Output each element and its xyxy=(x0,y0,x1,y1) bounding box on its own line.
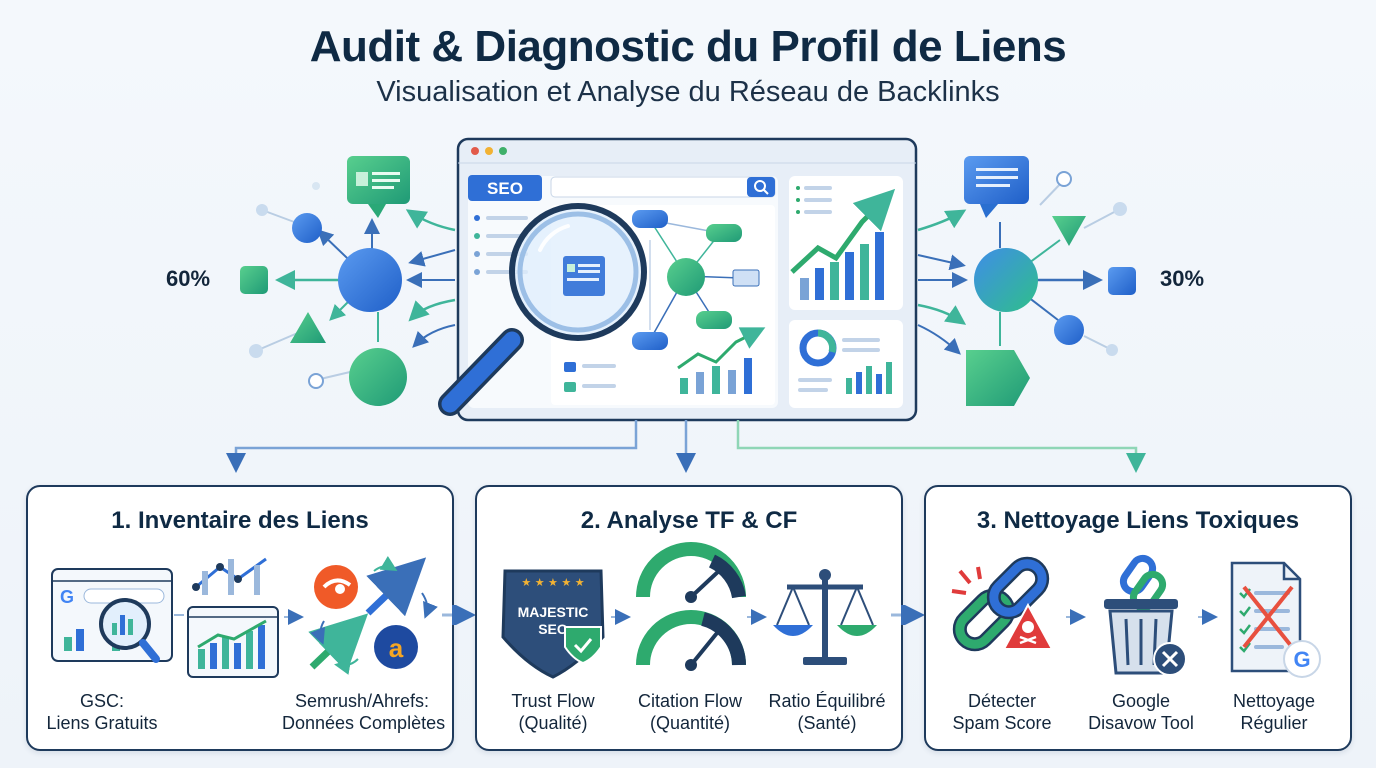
svg-text:G: G xyxy=(1293,647,1310,672)
toxic-link-icon xyxy=(951,556,1054,652)
step-item-label: Semrush/Ahrefs: Données Complètes xyxy=(282,691,446,733)
step-item-label: Trust Flow (Qualité) xyxy=(511,691,595,733)
card-arrow xyxy=(891,605,925,625)
left-percentage: 60% xyxy=(166,266,211,291)
step-title: 2. Analyse TF & CF xyxy=(580,507,798,534)
step-item-label: Ratio Équilibré (Santé) xyxy=(768,691,886,733)
right-percentage: 30% xyxy=(1160,266,1205,291)
svg-text:G: G xyxy=(60,587,74,607)
step-item-label: Détecter Spam Score xyxy=(952,691,1052,733)
left-network-graph xyxy=(240,156,456,406)
page-subtitle: Visualisation et Analyse du Réseau de Ba… xyxy=(376,76,1000,108)
gauge-icon xyxy=(636,542,746,671)
step-title: 1. Inventaire des Liens xyxy=(111,507,369,534)
semrush-ahrefs-icon: a xyxy=(308,555,438,675)
right-network-graph xyxy=(917,156,1136,406)
svg-text:★ ★ ★ ★ ★: ★ ★ ★ ★ ★ xyxy=(521,576,584,589)
step-card-tf-cf: 2. Analyse TF & CF ★ ★ ★ ★ ★ MAJESTIC SE… xyxy=(475,485,903,751)
svg-text:a: a xyxy=(389,633,404,663)
step-title: 3. Nettoyage Liens Toxiques xyxy=(976,507,1300,534)
step-item-label: Citation Flow (Quantité) xyxy=(637,691,743,733)
step-connectors xyxy=(226,420,1146,473)
step-item-label: Google Disavow Tool xyxy=(1088,691,1194,733)
svg-text:MAJESTIC: MAJESTIC xyxy=(518,604,589,620)
majestic-shield-icon: ★ ★ ★ ★ ★ MAJESTIC SEO xyxy=(501,569,605,679)
balance-scale-icon xyxy=(773,569,877,665)
step-item-label: GSC: Liens Gratuits xyxy=(46,691,158,733)
backlink-network-illustration: SEO xyxy=(226,137,1146,473)
step-item-label: Nettoyage Régulier xyxy=(1232,691,1316,733)
card-arrow xyxy=(442,605,476,625)
analytics-chart-icon xyxy=(187,557,279,678)
seo-badge: SEO xyxy=(487,179,523,198)
google-search-console-icon: G xyxy=(51,568,173,663)
step-card-cleanup: 3. Nettoyage Liens Toxiques xyxy=(924,485,1352,751)
step-card-inventory: 1. Inventaire des Liens G xyxy=(26,485,454,751)
magnifying-glass-icon xyxy=(438,203,647,416)
page-title: Audit & Diagnostic du Profil de Liens xyxy=(309,22,1067,71)
trash-link-icon xyxy=(1104,554,1187,676)
svg-text:SEO: SEO xyxy=(538,621,568,637)
checklist-icon: G xyxy=(1230,561,1321,678)
